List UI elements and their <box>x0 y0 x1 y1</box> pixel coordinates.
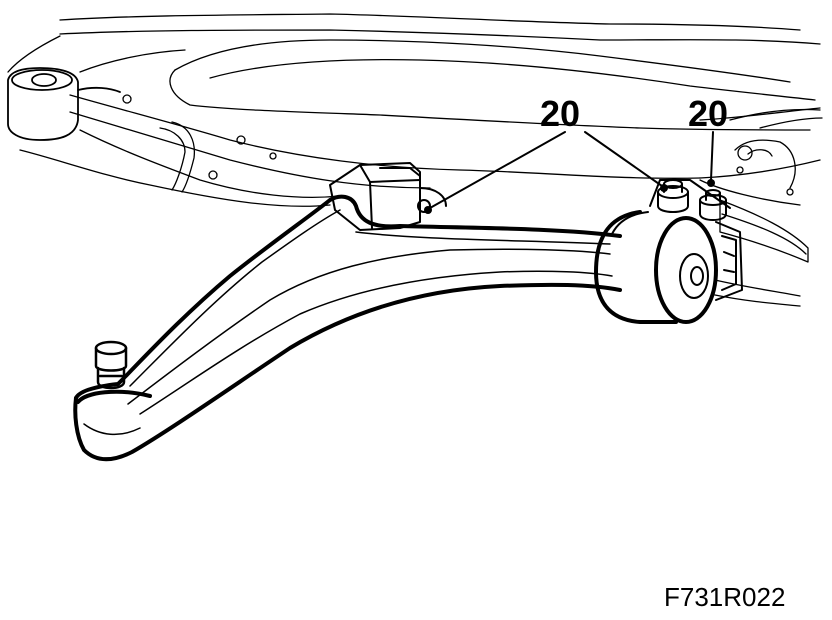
rear-bushing <box>594 210 718 324</box>
subframe <box>7 13 823 307</box>
callout-leaders <box>429 131 714 209</box>
subframe-bushing <box>7 67 121 141</box>
mounting-bolt-right <box>699 189 727 221</box>
mounting-bracket <box>329 162 447 231</box>
ball-joint-stud <box>94 340 128 390</box>
callout-number-left: 20 <box>540 93 581 134</box>
figure-code: F731R022 <box>664 582 786 612</box>
callout-number-right: 20 <box>688 93 729 134</box>
bushing-bracket <box>649 179 743 301</box>
control-arm <box>73 194 622 462</box>
